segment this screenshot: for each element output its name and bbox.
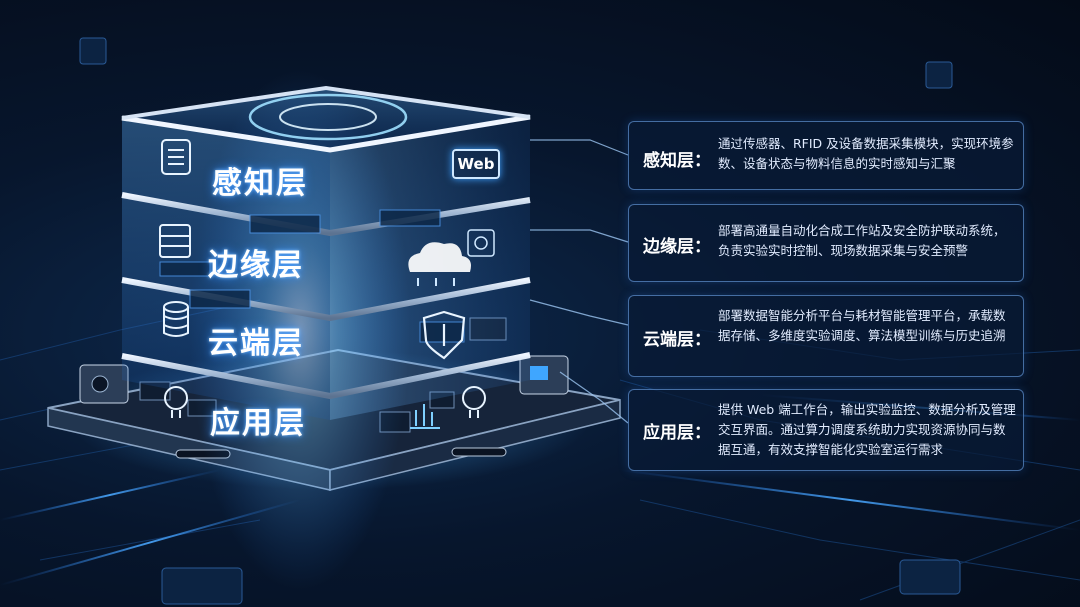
bulb-icon: [164, 386, 188, 418]
web-icon: Web: [452, 149, 500, 179]
layer-label-cloud: 云端层: [208, 326, 304, 361]
panel-desc-cloud: 部署数据智能分析平台与耗材智能管理平台，承载数据存储、多维度实验调度、算法模型训…: [718, 308, 1006, 343]
database-icon: [163, 301, 189, 337]
panel-desc-perception: 通过传感器、RFID 及设备数据采集模块，实现环境参数、设备状态与物料信息的实时…: [718, 136, 1014, 171]
server-rack-icon: [159, 224, 191, 258]
equalizer-icon: [410, 404, 440, 429]
panel-cloud: 云端层： 部署数据智能分析平台与耗材智能管理平台，承载数据存储、多维度实验调度、…: [628, 295, 1024, 377]
chip-icon: [467, 229, 495, 257]
panel-title-application: 应用层：: [643, 423, 711, 443]
cloud-icon: [408, 242, 471, 286]
panel-desc-application: 提供 Web 端工作台，输出实验监控、数据分析及管理交互界面。通过算力调度系统助…: [718, 402, 1016, 457]
panel-title-edge: 边缘层：: [643, 237, 711, 257]
server-list-icon: [161, 139, 191, 175]
bulb-icon: [462, 386, 486, 418]
panel-title-cloud: 云端层：: [643, 330, 711, 350]
shield-icon: [422, 310, 466, 360]
panel-application: 应用层： 提供 Web 端工作台，输出实验监控、数据分析及管理交互界面。通过算力…: [628, 389, 1024, 471]
panel-title-perception: 感知层：: [643, 151, 711, 171]
panel-desc-edge: 部署高通量自动化合成工作站及安全防护联动系统，负责实验实时控制、现场数据采集与安…: [718, 223, 1006, 258]
panel-edge: 边缘层： 部署高通量自动化合成工作站及安全防护联动系统，负责实验实时控制、现场数…: [628, 204, 1024, 282]
layer-label-perception: 感知层: [212, 166, 308, 201]
panel-perception: 感知层： 通过传感器、RFID 及设备数据采集模块，实现环境参数、设备状态与物料…: [628, 121, 1024, 190]
layer-label-edge: 边缘层: [208, 248, 304, 283]
layer-label-application: 应用层: [210, 406, 306, 441]
